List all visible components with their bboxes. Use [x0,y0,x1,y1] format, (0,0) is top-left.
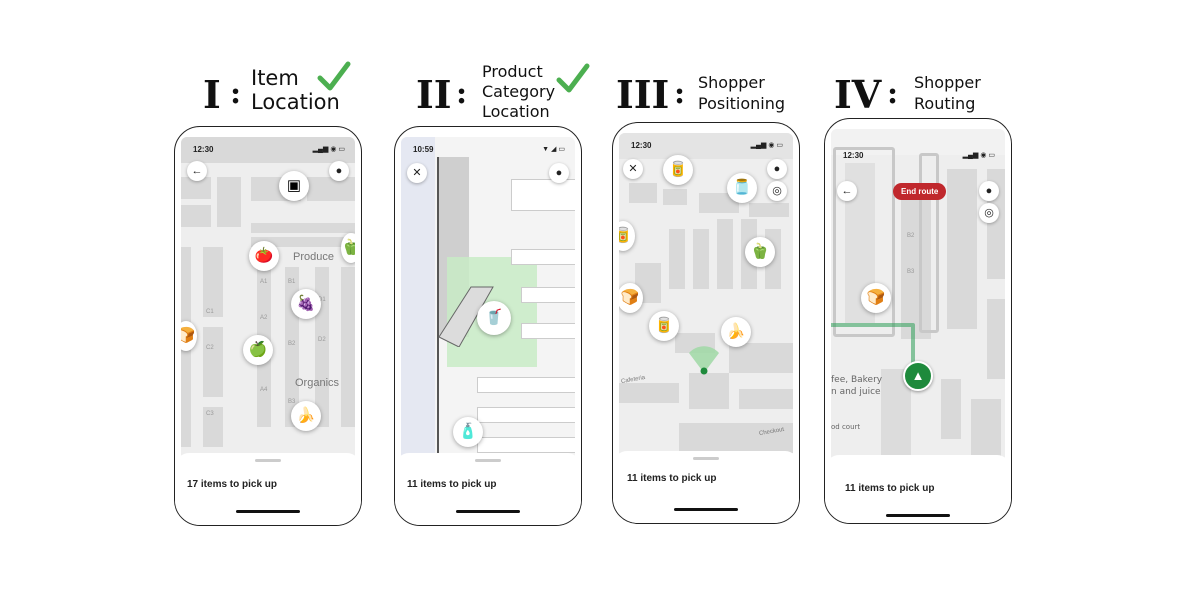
store-map[interactable]: A1 A2 A3 A4 B1 B2 B3 C1 C2 C3 D1 D2 Prod… [181,137,355,467]
panel-colon: : [887,76,899,111]
phone-category-location: 10:59 ▼ ◢ ▭ ✕ ● 🥤 🧴 11 items to pick up [394,126,582,526]
panel-label-2: II : Product Category Location [412,0,602,121]
bottom-sheet[interactable]: 17 items to pick up [175,453,361,525]
section-label-organics: Organics [295,377,340,389]
item-pin-sauce[interactable]: 🧴 [453,417,483,447]
aisle-label: B2 [907,233,915,239]
item-pin-tomato[interactable]: 🍅 [249,241,279,271]
home-indicator[interactable] [456,510,520,513]
panel-colon: : [456,76,468,111]
store-map[interactable]: B2 B3 fee, Bakery n and juice od court 1… [831,129,1005,467]
status-time: 12:30 [843,151,864,160]
status-time: 10:59 [413,145,434,154]
panel-numeral: II [416,72,452,117]
aisle-label: B3 [288,399,296,405]
panel-colon: : [674,76,686,111]
item-pin-yogurt[interactable]: 🥤 [477,301,511,335]
aisle-label: A2 [260,315,268,321]
status-time: 12:30 [193,145,214,154]
store-map[interactable]: 10:59 ▼ ◢ ▭ ✕ ● 🥤 🧴 [401,137,575,467]
panel-label-text: Shopper Positioning [698,73,786,113]
status-time: 12:30 [631,141,652,150]
map-text-food-court: od court [831,423,861,431]
item-pin-cans[interactable]: 🥫 [649,311,679,341]
home-indicator[interactable] [236,510,300,513]
close-icon[interactable]: ✕ [623,159,643,179]
bottom-sheet[interactable]: 11 items to pick up [395,453,581,525]
bottom-sheet[interactable]: 11 items to pick up [613,451,799,523]
aisle-label: B3 [907,269,915,275]
phone-shopper-positioning: Cafeteria Checkout 12:30 ▂▄▆ ◉ ▭ ✕ ● ◎ 🥫… [612,122,800,524]
panel-label-text: Shopper Routing [914,73,981,113]
sheet-handle[interactable] [255,459,281,462]
aisle-label: B1 [288,279,296,285]
item-pin-grapes[interactable]: 🍇 [291,289,321,319]
item-pin-bread[interactable]: 🍞 [181,321,197,351]
aisle-label: C3 [206,411,214,417]
sheet-handle[interactable] [475,459,501,462]
item-pin-banana[interactable]: 🍌 [291,401,321,431]
bottom-sheet[interactable]: 11 items to pick up [825,455,1011,523]
aisle-label: D2 [318,337,326,343]
pickup-count: 17 items to pick up [187,479,278,490]
panel-numeral: IV [834,72,882,117]
panel-label-4: IV : Shopper Routing [832,0,1012,120]
pickup-count: 11 items to pick up [627,473,717,484]
aisle-shape [438,286,494,347]
chat-bubble-icon[interactable]: ● [549,163,569,183]
close-icon[interactable]: ✕ [407,163,427,183]
pickup-count: 11 items to pick up [845,483,935,494]
back-arrow-icon[interactable]: ← [837,181,857,201]
home-indicator[interactable] [886,514,950,517]
aisle-label: A1 [260,279,268,285]
item-pin-pepper[interactable]: 🫑 [341,233,355,263]
item-pin-can[interactable]: 🥫 [619,221,635,251]
chat-bubble-icon[interactable]: ● [767,159,787,179]
end-route-button[interactable]: End route [893,183,947,200]
item-pin-bread[interactable]: 🍞 [619,283,643,313]
item-pin-pepper[interactable]: 🫑 [745,237,775,267]
panel-label-1: I : Item Location [195,0,365,120]
item-pin-bread[interactable]: 🍞 [861,283,891,313]
item-pin-apple[interactable]: 🍏 [243,335,273,365]
status-icons: ▂▄▆ ◉ ▭ [962,152,995,159]
store-map[interactable]: Cafeteria Checkout 12:30 ▂▄▆ ◉ ▭ ✕ ● ◎ 🥫… [619,133,793,465]
panel-numeral: I [203,72,221,117]
status-icons: ▂▄▆ ◉ ▭ [750,142,783,149]
chat-bubble-icon[interactable]: ● [979,181,999,201]
locate-icon[interactable]: ◎ [767,181,787,201]
back-arrow-icon[interactable]: ← [187,161,207,181]
phone-item-location: A1 A2 A3 A4 B1 B2 B3 C1 C2 C3 D1 D2 Prod… [174,126,362,526]
navigation-arrow-icon: ▲ [903,361,933,391]
route-path [831,323,915,369]
status-icons: ▂▄▆ ◉ ▭ [312,146,345,153]
item-pin-banana[interactable]: 🍌 [721,317,751,347]
home-indicator[interactable] [674,508,738,511]
checkmark-icon [556,63,590,93]
location-cone [689,346,719,375]
panel-label-text: Product Category Location [482,62,556,121]
panel-label-3: III : Shopper Positioning [616,0,806,120]
item-pin-jar[interactable]: 🫙 [727,173,757,203]
map-text-bakery: fee, Bakery [831,375,883,385]
pickup-count: 11 items to pick up [407,479,497,490]
aisle-label: D1 [318,297,326,303]
map-text-juice: n and juice [831,387,881,397]
checkmark-icon [317,61,351,91]
aisle-label: C1 [206,309,214,315]
aisle-label: A4 [260,387,268,393]
status-icons: ▼ ◢ ▭ [542,146,565,153]
locate-icon[interactable]: ◎ [979,203,999,223]
panel-numeral: III [616,72,670,117]
chat-bubble-icon[interactable]: ● [329,161,349,181]
section-label-produce: Produce [293,251,334,263]
phone-shopper-routing: B2 B3 fee, Bakery n and juice od court 1… [824,118,1012,524]
sheet-handle[interactable] [693,457,719,460]
item-pin-box[interactable]: ▣ [279,171,309,201]
aisle-label: C2 [206,345,214,351]
panel-label-text: Item Location [251,66,340,115]
panel-colon: : [230,76,242,111]
aisle-label: B2 [288,341,296,347]
item-pin-cereal[interactable]: 🥫 [663,155,693,185]
